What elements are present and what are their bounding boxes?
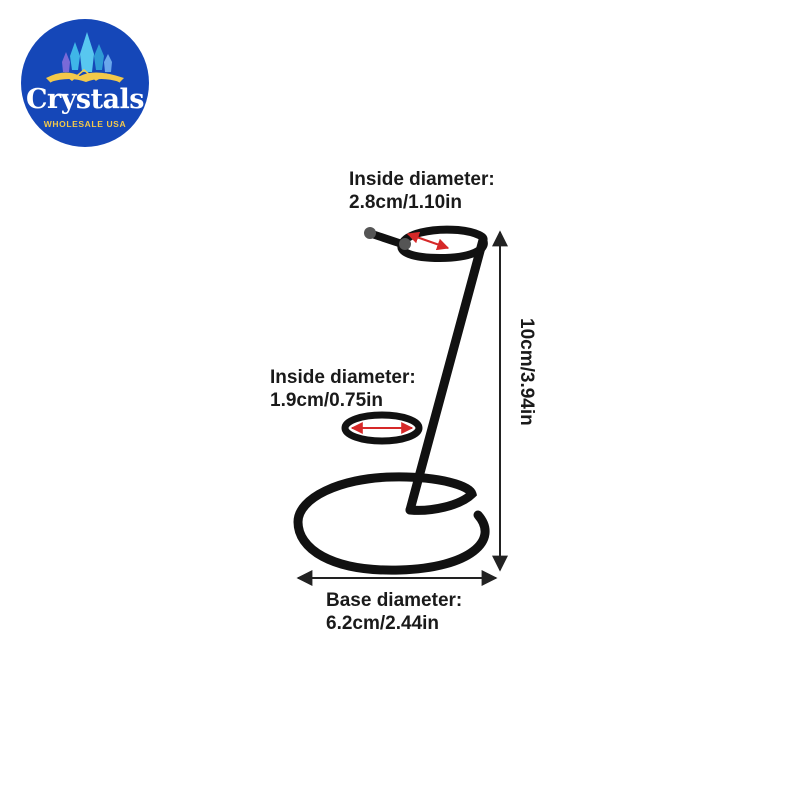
base-label-value: 6.2cm/2.44in: [326, 613, 440, 634]
stand-base-ring: [293, 472, 490, 575]
top-ring-label-title: Inside diameter:: [349, 169, 495, 190]
middle-ring-label-title: Inside diameter:: [270, 367, 416, 388]
middle-ring-label-value: 1.9cm/0.75in: [270, 390, 384, 411]
logo-badge: [21, 19, 149, 147]
base-label-title: Base diameter:: [326, 590, 463, 611]
top-ring-tip-left: [364, 227, 376, 239]
top-ring-measure: [406, 231, 450, 251]
brand-logo: Crystals WHOLESALE USA: [20, 18, 150, 148]
top-ring-tip-right: [399, 238, 411, 250]
top-ring: [368, 225, 488, 263]
stand-post: [405, 235, 488, 515]
crystal-cluster-icon: [62, 32, 112, 72]
middle-ring: [341, 411, 423, 445]
logo-subtitle: WHOLESALE USA: [43, 119, 127, 129]
height-label: 10cm/3.94in: [516, 318, 537, 426]
middle-ring-label: Inside diameter: 1.9cm/0.75in: [270, 366, 416, 412]
logo-title: Crystals: [25, 84, 145, 115]
top-ring-label: Inside diameter: 2.8cm/1.10in: [349, 168, 495, 214]
base-label: Base diameter: 6.2cm/2.44in: [326, 589, 462, 635]
top-ring-label-value: 2.8cm/1.10in: [349, 192, 463, 213]
